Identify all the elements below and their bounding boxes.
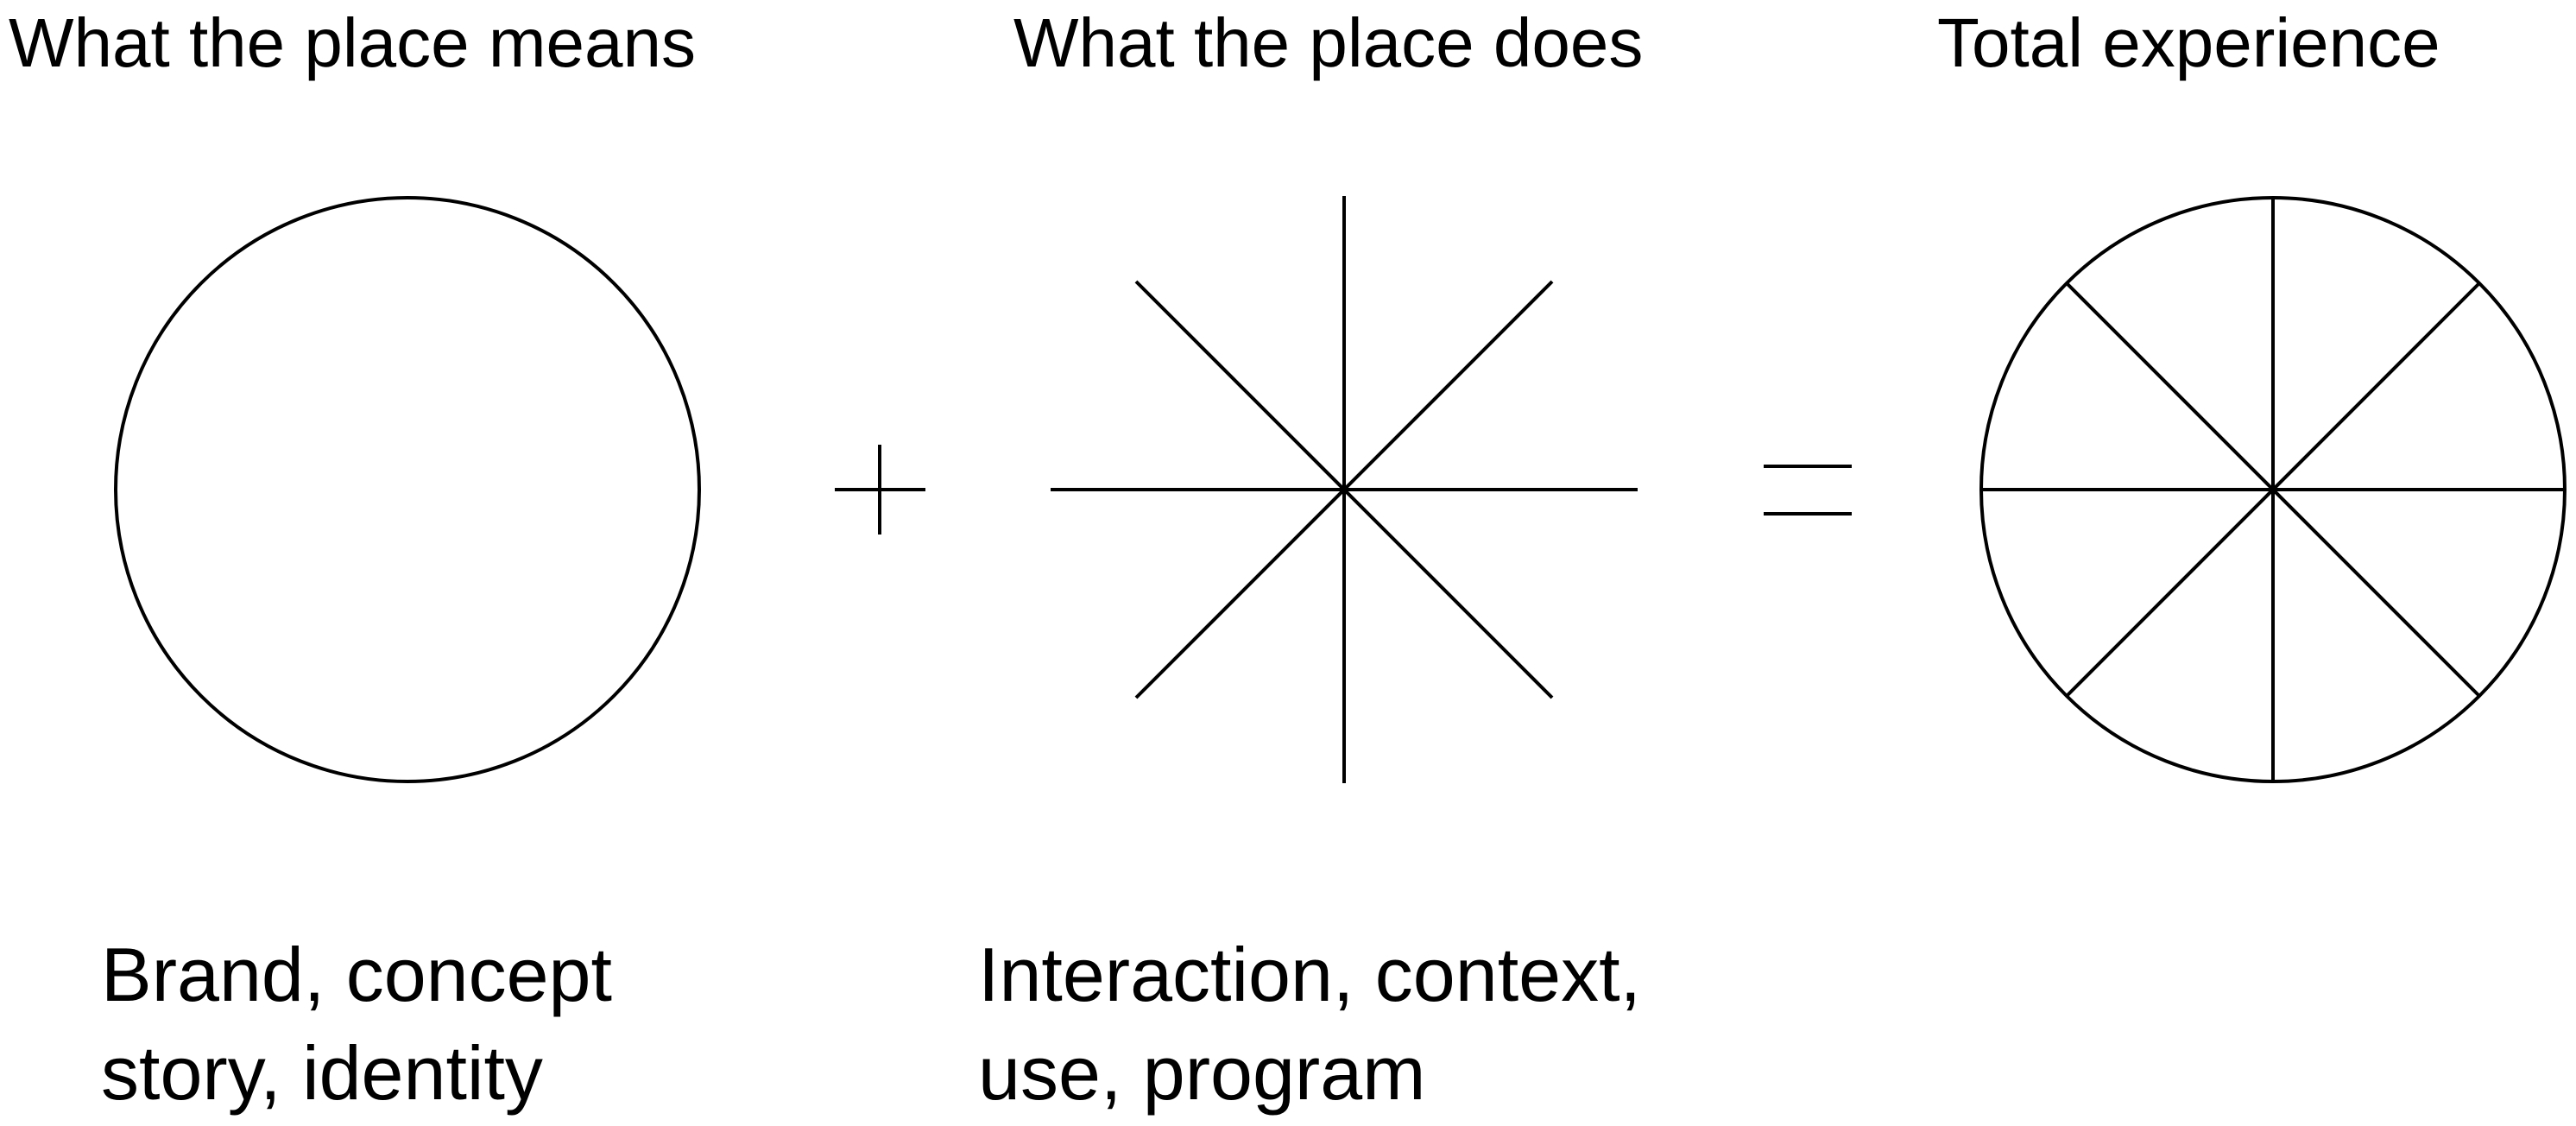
total-divided-circle-shape <box>1979 196 2567 783</box>
meaning-circle <box>114 196 701 783</box>
total-diagonal-divider-2 <box>2065 282 2481 698</box>
caption-meaning-line-1: Brand, concept <box>101 932 612 1017</box>
caption-function-line-1: Interaction, context, <box>978 932 1641 1017</box>
starburst-diagonal-ray-2 <box>1134 280 1554 699</box>
equals-icon <box>1764 465 1852 516</box>
caption-meaning-line-2: story, identity <box>101 1030 543 1116</box>
meaning-circle-shape <box>114 196 701 783</box>
caption-function: Interaction, context, use, program <box>978 926 1641 1123</box>
function-starburst-shape <box>1051 196 1638 783</box>
heading-what-the-place-does: What the place does <box>1013 4 1644 81</box>
plus-icon <box>835 445 925 535</box>
heading-total-experience: Total experience <box>1937 4 2440 81</box>
caption-meaning: Brand, concept story, identity <box>101 926 612 1123</box>
caption-function-line-2: use, program <box>978 1030 1426 1116</box>
heading-what-the-place-means: What the place means <box>9 4 696 81</box>
